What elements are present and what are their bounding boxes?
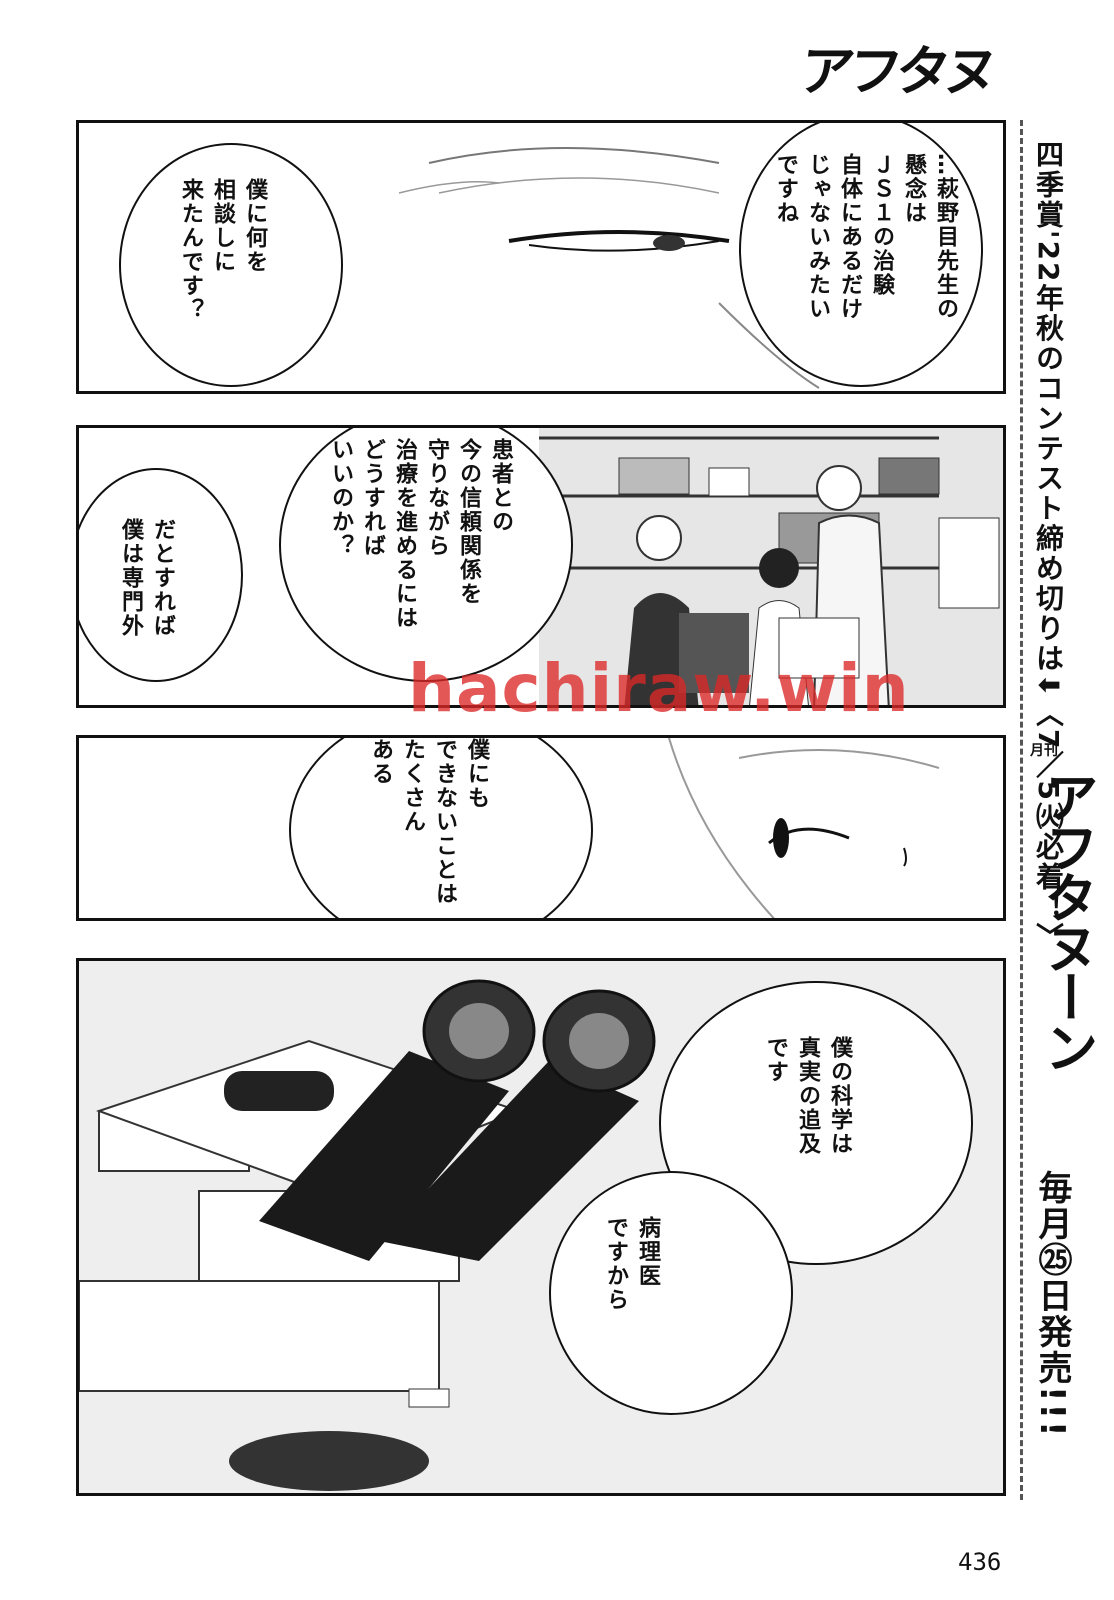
dialogue-text: …萩野目先生の 懸念は ＪＳ１の治験 自体にあるだけ じゃないみたい ですね: [773, 153, 958, 321]
sidebar-magazine-title: アフタヌーン: [1035, 770, 1099, 1070]
speech-bubble: [79, 468, 243, 682]
panel-1-art: [398, 147, 820, 389]
microscope-illustration: [79, 979, 656, 1491]
dialogue-text: 病理医 ですから: [603, 1216, 660, 1312]
speech-bubble: [279, 428, 573, 682]
panel-1: …萩野目先生の 懸念は ＪＳ１の治験 自体にあるだけ じゃないみたい ですね 僕…: [76, 120, 1006, 394]
speech-bubble: [739, 123, 983, 387]
watermark: hachiraw.win: [408, 650, 910, 727]
dialogue-text: だとすれば 僕は専門外: [118, 518, 175, 638]
panel-2-art: [539, 428, 1003, 705]
sidebar-border: [1020, 120, 1095, 1500]
magazine-logo: アフタヌーン: [783, 39, 997, 189]
dialogue-text: 僕にも できないことは たくさん ある: [368, 738, 489, 906]
speech-bubble: [289, 738, 593, 918]
contest-notice: 四季賞'22年秋のコンテスト締め切りは⬇〈7／5㈫必着！〉: [1032, 140, 1065, 952]
page-number: 436: [958, 1548, 1002, 1576]
dialogue-text: 患者との 今の信頼関係を 守りながら 治療を進めるには どうすれば いいのか？: [328, 438, 513, 630]
speech-bubble: [119, 143, 343, 387]
panel-3: 僕にも できないことは たくさん ある: [76, 735, 1006, 921]
speech-bubble: [549, 1171, 793, 1415]
panel-4: 僕の科学は 真実の追及 です 病理医 ですから: [76, 958, 1006, 1496]
release-notice: 毎月㉕日発売!!!: [1032, 1170, 1072, 1439]
dialogue-text: 僕に何を 相談しに 来たんです？: [178, 178, 267, 322]
panel-2: 患者との 今の信頼関係を 守りながら 治療を進めるには どうすれば いいのか？ …: [76, 425, 1006, 708]
month-label: 月刊: [1030, 743, 1058, 759]
dialogue-text: 僕の科学は 真実の追及 です: [763, 1036, 852, 1156]
panel-3-art: [668, 738, 940, 918]
